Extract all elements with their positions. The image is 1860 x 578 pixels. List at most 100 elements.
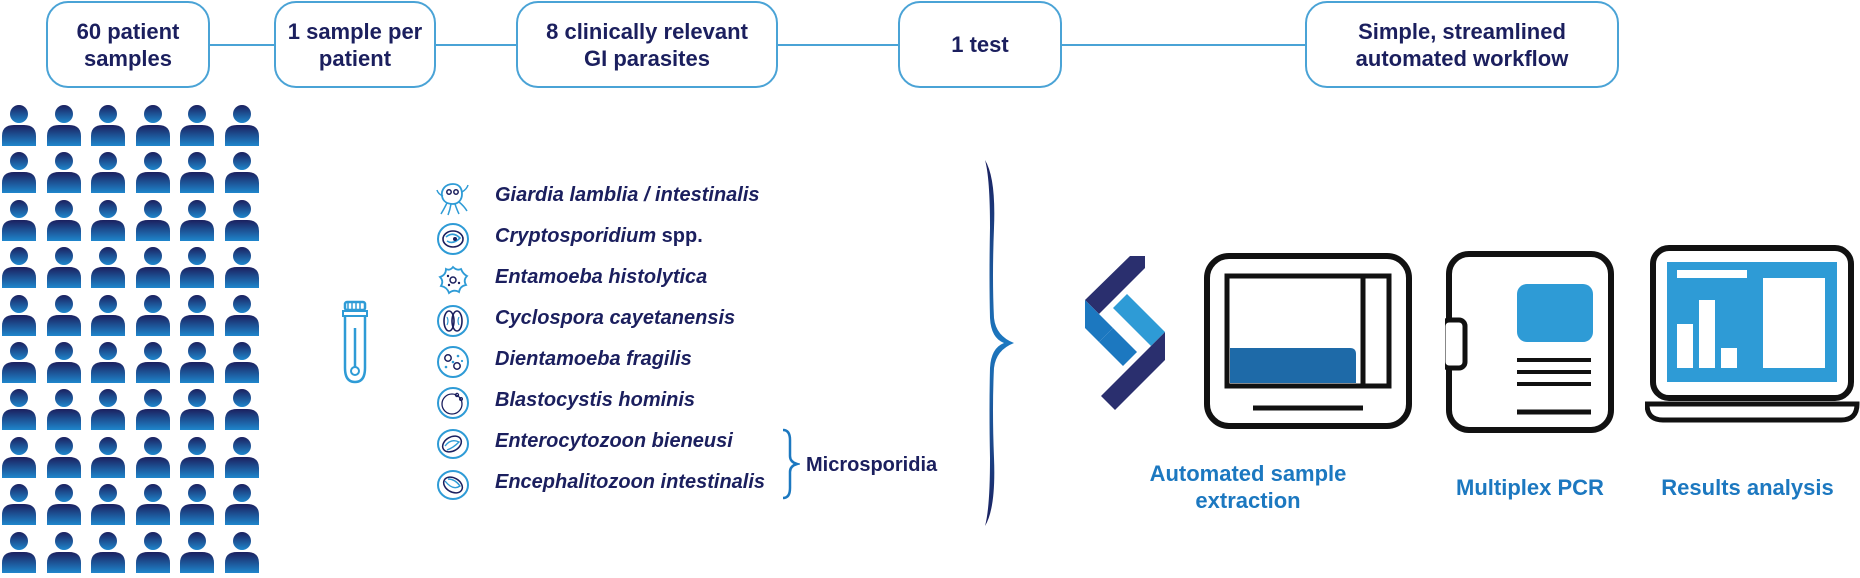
- person-icon: [135, 389, 170, 431]
- person-icon: [224, 199, 259, 241]
- encephalitozoon-icon: [437, 470, 469, 500]
- person-icon: [135, 199, 170, 241]
- person-icon: [180, 436, 214, 478]
- person-icon: [91, 105, 125, 146]
- person-icon: [2, 247, 36, 289]
- person-icon: [135, 247, 170, 289]
- person-icon: [224, 105, 259, 146]
- person-icon: [180, 531, 214, 573]
- person-icon: [224, 342, 259, 383]
- parasite-name: Enterocytozoon bieneusi: [495, 430, 733, 452]
- list-item: Blastocystis hominis: [435, 383, 795, 419]
- parasite-name: Dientamoeba fragilis: [495, 348, 692, 370]
- person-icon: [91, 247, 125, 289]
- person-icon: [180, 105, 214, 146]
- giardia-icon: [436, 183, 469, 216]
- cryptosporidium-icon: [437, 223, 469, 255]
- list-item: Enterocytozoon bieneusi: [435, 424, 795, 460]
- person-icon: [46, 531, 81, 573]
- person-icon: [46, 436, 81, 478]
- person-icon: [2, 484, 36, 526]
- pcr-instrument-icon: [1445, 251, 1614, 433]
- parasite-name: Cyclospora cayetanensis: [495, 307, 736, 329]
- person-icon: [135, 342, 170, 383]
- results-caption: Results analysis: [1661, 475, 1834, 500]
- person-icon: [180, 389, 214, 431]
- person-icon: [135, 436, 170, 478]
- person-icon: [180, 199, 214, 241]
- person-icon: [180, 294, 214, 336]
- step-one-test: 1 test: [898, 1, 1062, 88]
- person-icon: [91, 342, 125, 383]
- person-icon: [180, 247, 214, 289]
- step-label: 1 test: [951, 32, 1009, 57]
- person-icon: [46, 484, 81, 526]
- list-item: Dientamoeba fragilis: [435, 342, 795, 378]
- person-icon: [91, 152, 125, 194]
- person-icon: [46, 247, 81, 289]
- person-icon: [2, 294, 36, 336]
- list-item: Cryptosporidium spp.: [435, 219, 795, 255]
- person-icon: [2, 436, 36, 478]
- person-icon: [2, 199, 36, 241]
- person-icon: [91, 389, 125, 431]
- person-icon: [224, 152, 259, 194]
- cyclospora-icon: [437, 305, 469, 337]
- person-icon: [91, 484, 125, 526]
- enterocytozoon-icon: [437, 429, 469, 459]
- person-icon: [46, 105, 81, 146]
- step-label: Simple, streamlined automated workflow: [1355, 18, 1569, 71]
- parasites-brace: [985, 160, 1014, 526]
- person-icon: [2, 342, 36, 383]
- person-icon: [2, 152, 36, 194]
- person-icon: [2, 531, 36, 573]
- person-icon: [224, 484, 259, 526]
- person-icon: [180, 342, 214, 383]
- person-icon: [135, 152, 170, 194]
- person-icon: [91, 531, 125, 573]
- list-item: Cyclospora cayetanensis: [435, 301, 795, 337]
- results-laptop-icon: [1645, 245, 1860, 423]
- person-icon: [91, 199, 125, 241]
- step-sample-per-patient: 1 sample per patient: [274, 1, 436, 88]
- person-icon: [224, 247, 259, 289]
- person-icon: [135, 531, 170, 573]
- parasite-name: Entamoeba histolytica: [495, 266, 708, 288]
- step-automated-workflow: Simple, streamlined automated workflow: [1305, 1, 1619, 88]
- step-label: 1 sample per patient: [287, 18, 423, 71]
- person-icon: [46, 342, 81, 383]
- blastocystis-icon: [437, 387, 469, 419]
- person-icon: [224, 389, 259, 431]
- parasite-name: Blastocystis hominis: [495, 389, 696, 411]
- person-icon: [180, 152, 214, 194]
- person-icon: [135, 294, 170, 336]
- patient-grid: [0, 104, 265, 578]
- person-icon: [46, 294, 81, 336]
- person-icon: [2, 105, 36, 146]
- extraction-caption: Automated sample extraction: [1149, 461, 1347, 513]
- dientamoeba-icon: [437, 346, 469, 378]
- step-gi-parasites: 8 clinically relevant GI parasites: [516, 1, 778, 88]
- step-patient-samples: 60 patient samples: [46, 1, 210, 88]
- brand-logo-icon: [1085, 256, 1165, 410]
- person-icon: [135, 105, 170, 146]
- microsporidia-label: Microsporidia: [806, 454, 938, 476]
- person-icon: [91, 294, 125, 336]
- list-item: Encephalitozoon intestinalis: [435, 465, 795, 501]
- person-icon: [2, 389, 36, 431]
- parasite-name: Giardia lamblia / intestinalis: [495, 184, 760, 206]
- person-icon: [180, 484, 214, 526]
- entamoeba-icon: [438, 265, 469, 295]
- person-icon: [46, 199, 81, 241]
- person-icon: [135, 484, 170, 526]
- extraction-instrument-icon: [1204, 253, 1412, 429]
- pcr-caption: Multiplex PCR: [1456, 475, 1604, 500]
- person-icon: [224, 436, 259, 478]
- sample-tube-icon: [342, 300, 368, 384]
- list-item: Entamoeba histolytica: [435, 260, 795, 296]
- person-icon: [224, 294, 259, 336]
- parasite-name: Encephalitozoon intestinalis: [495, 471, 766, 493]
- step-label: 8 clinically relevant GI parasites: [546, 18, 748, 71]
- person-icon: [46, 152, 81, 194]
